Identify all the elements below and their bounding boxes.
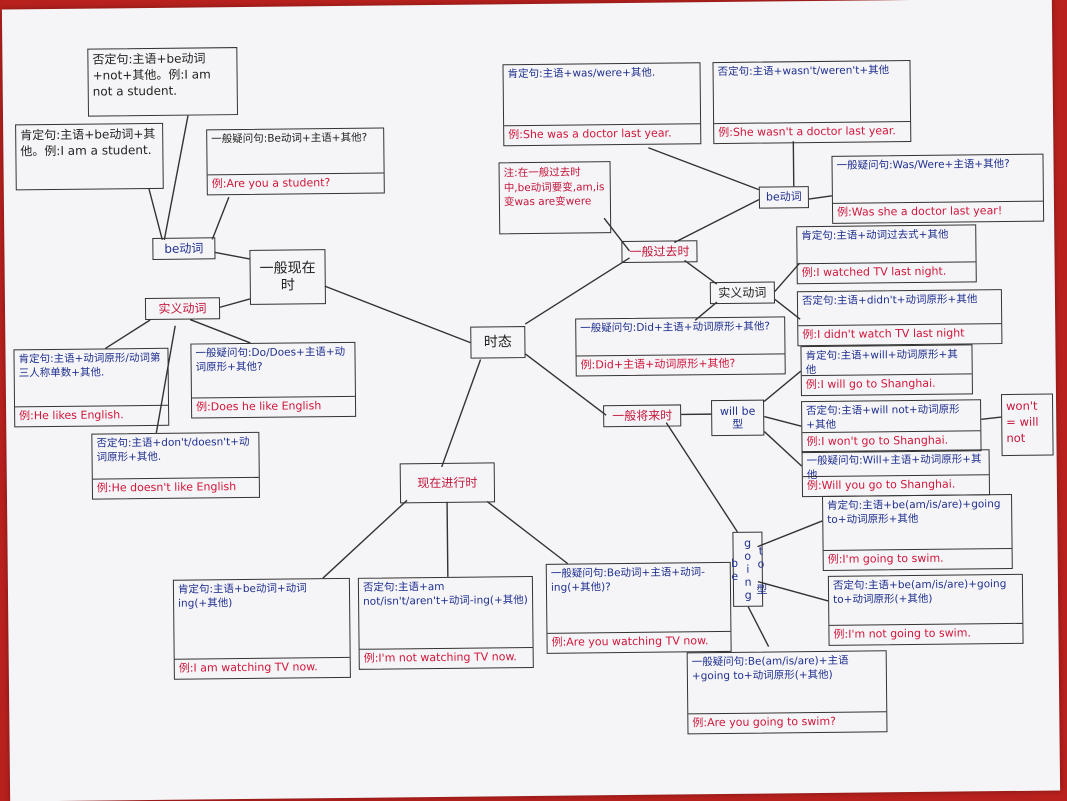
present-be-verb-node: be动词 — [152, 237, 215, 260]
present-action-question-box: 一般疑问句:Do/Does+主语+动词原形+其他? 例:Does he like… — [190, 342, 356, 419]
present-be-negative-box: 否定句:主语+be动词+not+其他。例:I am not a student. — [87, 47, 238, 117]
past-be-affirmative-box: 肯定句:主语+was/were+其他. 例:She was a doctor l… — [502, 62, 701, 146]
continuous-negative-box: 否定句:主语+am not/isn't/aren't+动词-ing(+其他) 例… — [358, 576, 534, 670]
future-going-to-node: be going to 型 — [732, 532, 763, 607]
continuous-affirmative-box: 肯定句:主语+be动词+动词ing(+其他) 例:I am watching T… — [173, 578, 351, 680]
future-will-question-box: 一般疑问句:Will+主语+动词原形+其他 例:Will you go to S… — [802, 449, 990, 497]
past-action-affirmative-box: 肯定句:主语+动词过去式+其他 例:I watched TV last nigh… — [796, 224, 977, 284]
past-be-verb-node: be动词 — [759, 186, 809, 209]
future-going-question-box: 一般疑问句:Be(am/is/are)+主语+going to+动词原形(+其他… — [687, 650, 888, 734]
future-contraction-box: won't = will not — [1001, 394, 1054, 457]
future-will-negative-box: 否定句:主语+will not+动词原形+其他 例:I won't go to … — [801, 399, 982, 453]
past-be-question-box: 一般疑问句:Was/Were+主语+其他? 例:Was she a doctor… — [831, 154, 1044, 224]
center-node-tenses: 时态 — [470, 326, 525, 359]
present-action-negative-box: 否定句:主语+don't/doesn't+动词原形+其他. 例:He doesn… — [91, 432, 260, 500]
present-action-verb-node: 实义动词 — [145, 297, 220, 320]
past-note-box: 注:在一般过去时中,be动词要变,am,is变was are变were — [499, 161, 612, 234]
present-simple-node: 一般现在时 — [249, 249, 326, 305]
future-simple-node: 一般将来时 — [603, 404, 681, 427]
past-action-verb-node: 实义动词 — [710, 281, 775, 304]
future-going-affirmative-box: 肯定句:主语+be(am/is/are)+going to+动词原形+其他 例:… — [822, 494, 1013, 571]
present-be-question-box: 一般疑问句:Be动词+主语+其他? 例:Are you a student? — [206, 128, 385, 196]
present-action-affirmative-box: 肯定句:主语+动词原形/动词第三人称单数+其他. 例:He likes Engl… — [13, 348, 169, 428]
past-action-question-box: 一般疑问句:Did+主语+动词原形+其他? 例:Did+主语+动词原形+其他? — [575, 316, 786, 376]
future-going-negative-box: 否定句:主语+be(am/is/are)+going to+动词原形(+其他) … — [828, 574, 1024, 646]
past-action-negative-box: 否定句:主语+didn't+动词原形+其他 例:I didn't watch T… — [797, 289, 1003, 346]
present-be-affirmative-box: 肯定句:主语+be动词+其他。例:I am a student. — [15, 123, 164, 191]
future-will-node: will be 型 — [711, 400, 764, 437]
past-simple-node: 一般过去时 — [621, 240, 697, 263]
present-continuous-node: 现在进行时 — [400, 462, 495, 503]
continuous-question-box: 一般疑问句:Be动词+主语+动词-ing(+其他)? 例:Are you wat… — [546, 562, 732, 654]
past-be-negative-box: 否定句:主语+wasn't/weren't+其他 例:She wasn't a … — [712, 60, 911, 144]
future-will-affirmative-box: 肯定句:主语+will+动词原形+其他 例:I will go to Shang… — [800, 344, 973, 396]
